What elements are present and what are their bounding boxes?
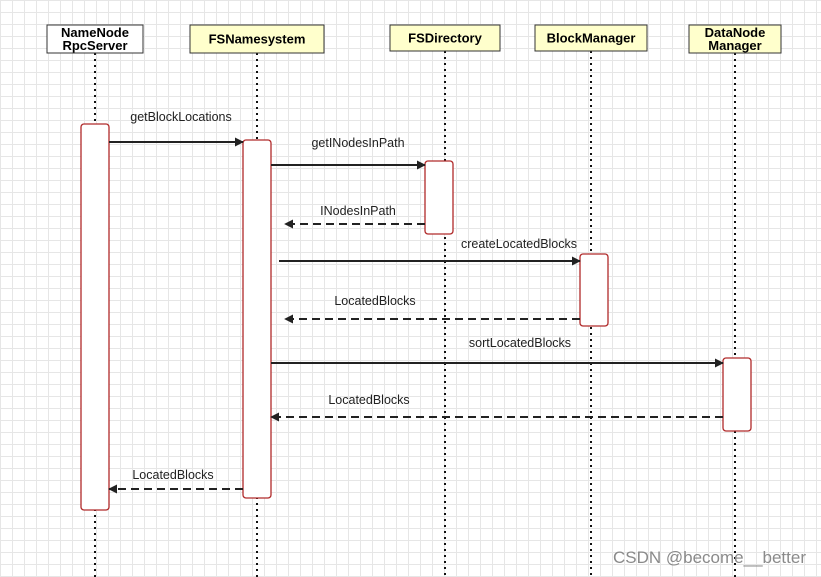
actor-bm: BlockManager [534, 24, 648, 52]
actor-fsn: FSNamesystem [189, 24, 325, 54]
actor-label-dnm: Manager [708, 38, 761, 53]
actor-label-dnm: DataNode [705, 25, 766, 40]
message-2: getINodesInPath [271, 136, 426, 170]
actor-label-fsd: FSDirectory [408, 31, 482, 46]
activation-bar-bm [579, 253, 609, 327]
actor-label-bm: BlockManager [547, 31, 636, 46]
message-label: createLocatedBlocks [461, 237, 577, 251]
actor-label-rpc: RpcServer [62, 38, 127, 53]
message-label: LocatedBlocks [132, 468, 213, 482]
message-3: INodesInPath [284, 204, 425, 229]
message-label: LocatedBlocks [328, 393, 409, 407]
activation-bar-rpc [80, 123, 110, 511]
watermark-text: CSDN @become__better [613, 548, 806, 567]
activation-bar-fsn [242, 139, 272, 499]
message-label: INodesInPath [320, 204, 396, 218]
actor-box-bm [534, 24, 648, 52]
message-label: sortLocatedBlocks [469, 336, 571, 350]
actor-box-dnm [688, 24, 782, 54]
message-label: getBlockLocations [130, 110, 231, 124]
actor-box-fsd [389, 24, 501, 52]
message-6: sortLocatedBlocks [271, 336, 724, 368]
message-5: LocatedBlocks [284, 294, 580, 324]
message-4: createLocatedBlocks [279, 237, 581, 266]
message-7: LocatedBlocks [270, 393, 723, 422]
message-1: getBlockLocations [109, 110, 244, 147]
activation-bar-dnm [722, 357, 752, 432]
actor-box-fsn [189, 24, 325, 54]
message-label: getINodesInPath [311, 136, 404, 150]
actor-label-rpc: NameNode [61, 25, 129, 40]
activation-bar-fsd [424, 160, 454, 235]
actor-box-rpc [46, 24, 144, 54]
message-label: LocatedBlocks [334, 294, 415, 308]
actor-label-fsn: FSNamesystem [209, 32, 306, 47]
actor-fsd: FSDirectory [389, 24, 501, 52]
message-8: LocatedBlocks [108, 468, 243, 494]
